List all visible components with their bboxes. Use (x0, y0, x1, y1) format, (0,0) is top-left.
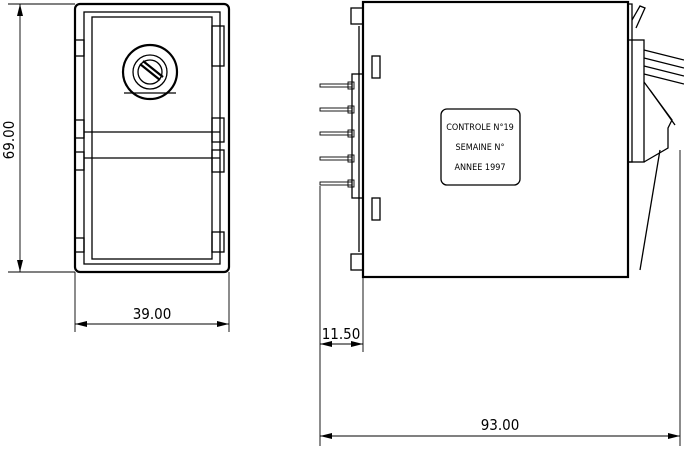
front-view (73, 2, 231, 274)
adjustment-screw-icon (121, 43, 179, 101)
label-plate-line3: ANNEE 1997 (454, 163, 505, 173)
side-view (319, 0, 684, 279)
pin-length-dimension (319, 186, 364, 446)
front-right-tab-top (211, 25, 225, 67)
depth-dimension (320, 150, 681, 446)
front-left-tab-mid-bottom (74, 151, 85, 171)
front-left-tab-top (74, 39, 85, 57)
front-left-tab-bottom (74, 237, 85, 253)
front-right-tab-mid-top (211, 117, 225, 143)
depth-dimension-label: 93.00 (481, 416, 520, 434)
front-inner-panel (91, 16, 213, 260)
width-dimension (74, 272, 230, 332)
width-dimension-label: 39.00 (133, 305, 172, 323)
front-left-tab-mid-top (74, 119, 85, 139)
front-right-tab-mid-bottom (211, 149, 225, 173)
side-slot-top (371, 55, 381, 79)
side-clip (627, 3, 684, 277)
label-plate-line2: SEMAINE N° (455, 143, 504, 153)
side-tab-bottom (350, 253, 364, 271)
front-right-tab-bottom (211, 231, 225, 253)
pin-block (351, 73, 364, 199)
height-dimension-label: 69.00 (0, 121, 18, 160)
height-dimension (8, 3, 75, 273)
connector-pins (319, 83, 353, 186)
pin-sleeves (347, 81, 355, 188)
side-slot-bottom (371, 197, 381, 221)
side-main-body (361, 0, 630, 279)
side-tab-top (350, 7, 364, 25)
pin-length-dimension-label: 11.50 (322, 325, 361, 343)
label-plate-line1: CONTROLE N°19 (446, 123, 514, 133)
front-inner-frame (83, 11, 221, 265)
label-plate (440, 108, 521, 186)
